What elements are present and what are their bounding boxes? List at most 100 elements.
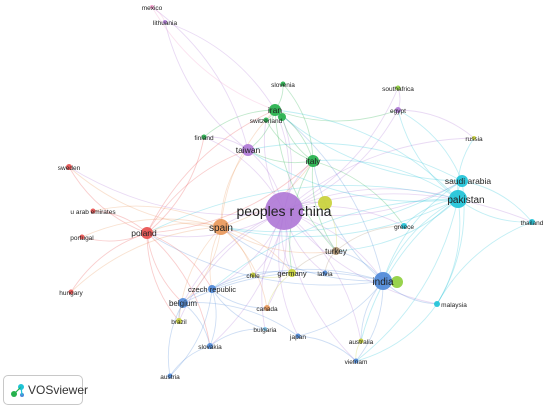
label-vietnam[interactable]: vietnam bbox=[345, 359, 368, 366]
link-spain-taiwan bbox=[220, 149, 249, 228]
label-brazil[interactable]: brazil bbox=[171, 319, 187, 326]
link-spain-chile bbox=[220, 226, 254, 276]
node-hub-india-green[interactable] bbox=[391, 276, 403, 288]
label-malaysia[interactable]: malaysia bbox=[441, 302, 467, 309]
node-greece[interactable] bbox=[401, 223, 407, 229]
node-spain[interactable] bbox=[213, 219, 229, 235]
node-peoples-r-china[interactable] bbox=[265, 192, 303, 230]
link-pakistan-turkey bbox=[335, 198, 459, 252]
node-malaysia[interactable] bbox=[434, 301, 440, 307]
node-south-africa[interactable] bbox=[395, 85, 401, 91]
label-slovakia[interactable]: slovakia bbox=[198, 344, 222, 351]
label-saudi-arabia[interactable]: saudi arabia bbox=[445, 176, 492, 186]
link-peoples-r-china-thailand bbox=[283, 193, 533, 223]
label-slovenia[interactable]: slovenia bbox=[271, 82, 295, 89]
node-vietnam[interactable] bbox=[353, 358, 359, 364]
node-slovenia[interactable] bbox=[280, 81, 286, 87]
label-turkey[interactable]: turkey bbox=[325, 247, 347, 256]
link-czech-republic-slovakia bbox=[209, 288, 217, 347]
label-thailand[interactable]: thailand bbox=[521, 220, 544, 227]
label-japan[interactable]: japan bbox=[289, 334, 306, 341]
label-hungary[interactable]: hungary bbox=[59, 290, 83, 297]
link-taiwan-lithuania bbox=[164, 21, 249, 151]
node-chile[interactable] bbox=[250, 272, 256, 278]
node-taiwan[interactable] bbox=[242, 144, 254, 156]
node-canada[interactable] bbox=[264, 305, 270, 311]
label-australia[interactable]: australia bbox=[349, 339, 374, 346]
node-thailand[interactable] bbox=[529, 219, 535, 225]
node-pakistan[interactable] bbox=[449, 190, 467, 208]
node-poland[interactable] bbox=[141, 227, 153, 239]
label-egypt[interactable]: egypt bbox=[390, 108, 406, 115]
link-iran-turkey bbox=[274, 109, 337, 252]
link-peoples-r-china-saudi-arabia bbox=[283, 180, 463, 216]
label-bulgaria[interactable]: bulgaria bbox=[253, 327, 277, 334]
node-russia[interactable] bbox=[472, 136, 476, 140]
link-czech-republic-germany bbox=[211, 271, 293, 290]
link-india-iran bbox=[274, 109, 384, 282]
label-pakistan[interactable]: pakistan bbox=[447, 195, 484, 206]
node-mexico[interactable] bbox=[150, 5, 154, 9]
label-iran[interactable]: iran bbox=[268, 105, 282, 115]
node-iran[interactable] bbox=[269, 104, 281, 116]
node-hub-yellow[interactable] bbox=[318, 196, 332, 210]
link-india-spain bbox=[220, 226, 384, 282]
label-czech-republic[interactable]: czech republic bbox=[188, 285, 236, 294]
node-turkey[interactable] bbox=[332, 247, 340, 255]
node-bulgaria[interactable] bbox=[263, 327, 267, 331]
label-russia[interactable]: russia bbox=[465, 136, 483, 143]
node-sweden[interactable] bbox=[66, 164, 72, 170]
link-italy-greece bbox=[312, 160, 405, 227]
label-belgium[interactable]: belgium bbox=[169, 299, 197, 308]
link-poland-brazil bbox=[146, 232, 180, 322]
label-taiwan[interactable]: taiwan bbox=[236, 145, 261, 155]
node-germany[interactable] bbox=[288, 269, 296, 277]
label-austria[interactable]: austria bbox=[160, 374, 180, 381]
node-czech-republic[interactable] bbox=[208, 285, 216, 293]
node-hungary[interactable] bbox=[68, 289, 74, 295]
link-italy-hub-green bbox=[281, 116, 314, 162]
vosviewer-badge[interactable]: VOSviewer bbox=[3, 375, 88, 405]
link-belgium-austria bbox=[167, 302, 184, 377]
label-switzerland[interactable]: switzerland bbox=[250, 118, 283, 125]
label-mexico[interactable]: mexico bbox=[142, 5, 163, 12]
link-spain-hungary bbox=[70, 226, 222, 293]
node-austria[interactable] bbox=[167, 373, 173, 379]
node-hub-green[interactable] bbox=[278, 113, 286, 121]
node-italy[interactable] bbox=[307, 155, 319, 167]
node-slovakia[interactable] bbox=[207, 343, 213, 349]
label-latvia[interactable]: latvia bbox=[317, 271, 333, 278]
label-peoples-r-china[interactable]: peoples r china bbox=[237, 203, 332, 219]
label-italy[interactable]: italy bbox=[305, 156, 321, 166]
node-india[interactable] bbox=[374, 272, 392, 290]
label-canada[interactable]: canada bbox=[256, 306, 278, 313]
node-saudi-arabia[interactable] bbox=[456, 175, 468, 187]
label-finland[interactable]: finland bbox=[194, 135, 214, 142]
node-latvia[interactable] bbox=[322, 270, 328, 276]
node-portugal[interactable] bbox=[79, 234, 85, 240]
label-poland[interactable]: poland bbox=[131, 228, 157, 238]
node-finland[interactable] bbox=[201, 134, 207, 140]
node-belgium[interactable] bbox=[178, 298, 188, 308]
node-u-arab-emirates[interactable] bbox=[90, 208, 96, 214]
node-australia[interactable] bbox=[358, 338, 364, 344]
label-south-africa[interactable]: southafrica bbox=[382, 86, 414, 93]
network-labels: peoples r china pakistan saudi arabia thail… bbox=[58, 5, 544, 381]
label-chile[interactable]: chile bbox=[246, 273, 260, 280]
node-lithuania[interactable] bbox=[163, 20, 167, 24]
node-switzerland[interactable] bbox=[263, 117, 269, 123]
node-egypt[interactable] bbox=[395, 107, 401, 113]
label-lithuania[interactable]: lithuania bbox=[153, 20, 178, 27]
node-japan[interactable] bbox=[295, 333, 301, 339]
label-germany[interactable]: germany bbox=[277, 269, 306, 278]
label-portugal[interactable]: portugal bbox=[70, 235, 94, 242]
label-india[interactable]: india bbox=[372, 277, 394, 288]
label-sweden[interactable]: sweden bbox=[58, 165, 81, 172]
label-spain[interactable]: spain bbox=[209, 223, 233, 234]
link-turkey-germany bbox=[291, 250, 337, 274]
link-pakistan-spain bbox=[220, 198, 459, 238]
label-u-arab-emirates[interactable]: u arab emirates bbox=[70, 209, 116, 216]
node-brazil[interactable] bbox=[176, 318, 182, 324]
label-greece[interactable]: greece bbox=[394, 224, 414, 231]
